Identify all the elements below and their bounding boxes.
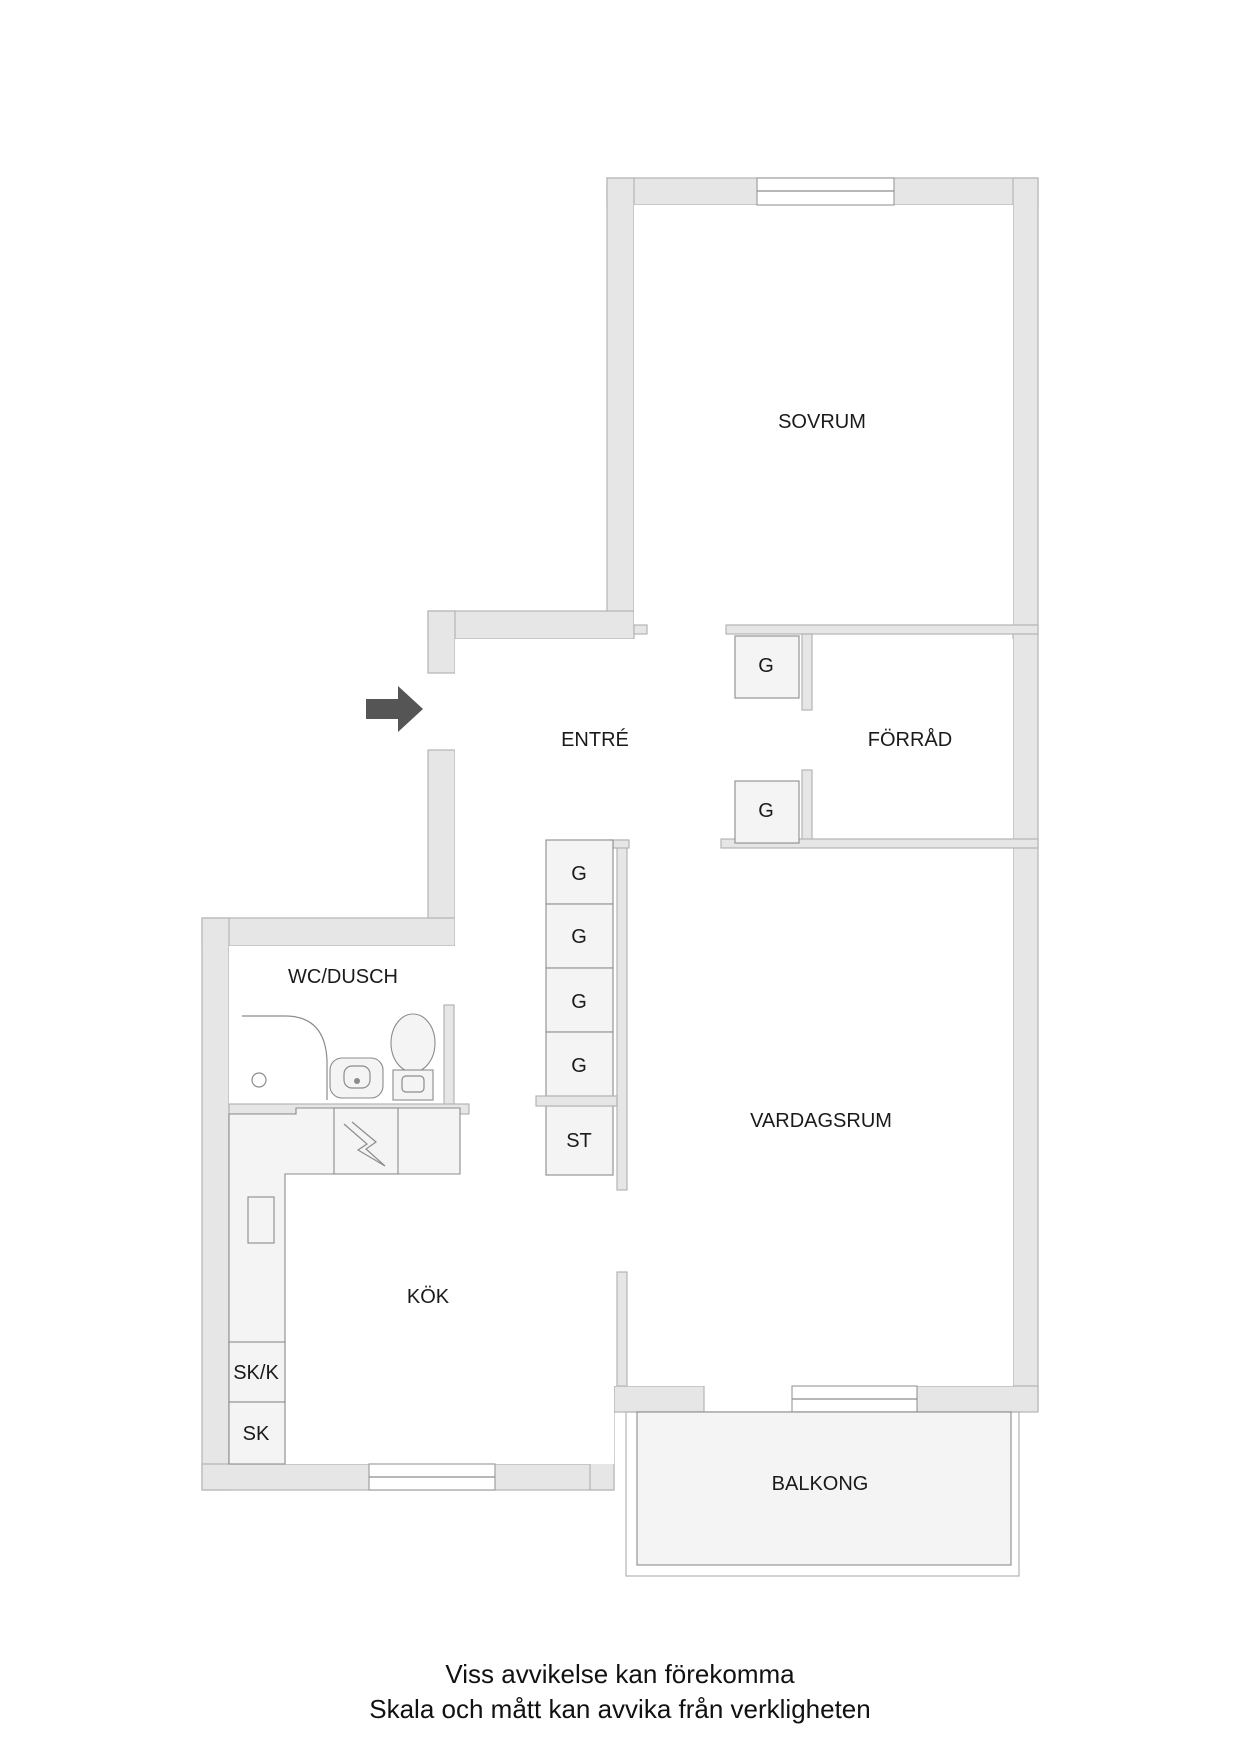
room-label-forrad: FÖRRÅD: [868, 728, 952, 751]
wardrobe-label-g: G: [571, 1055, 587, 1077]
balcony: [625, 1411, 1020, 1577]
room-label-sovrum: SOVRUM: [778, 411, 866, 433]
sink-icon: [329, 1057, 384, 1099]
wardrobe-column: [535, 839, 618, 1176]
wardrobe-label-g: G: [571, 926, 587, 948]
room-label-vardagsrum: VARDAGSRUM: [750, 1110, 892, 1132]
disclaimer-line-2: Skala och mått kan avvika från verklighe…: [369, 1694, 871, 1724]
disclaimer-line-1: Viss avvikelse kan förekomma: [445, 1659, 795, 1689]
windows: [368, 177, 918, 1491]
closet-label-g: G: [758, 800, 774, 822]
room-label-kok: KÖK: [407, 1286, 450, 1308]
closet-label-g: G: [758, 655, 774, 677]
entrance-arrow-icon: [366, 686, 423, 732]
wardrobe-label-st: ST: [566, 1130, 592, 1152]
closet-g-upper: [734, 635, 800, 699]
room-label-wc-dusch: WC/DUSCH: [288, 966, 398, 988]
closet-g-lower: [734, 780, 800, 844]
room-label-entre: ENTRÉ: [561, 728, 629, 751]
kitchen-label-skk: SK/K: [233, 1362, 279, 1384]
shower: [242, 1015, 328, 1100]
kitchen-counter: [228, 1107, 461, 1465]
kitchen-label-sk: SK: [243, 1423, 270, 1445]
toilet-icon: [390, 1013, 436, 1101]
exterior-walls: [201, 177, 1039, 1491]
wardrobe-label-g: G: [571, 991, 587, 1013]
room-label-balkong: BALKONG: [772, 1473, 869, 1495]
wardrobe-label-g: G: [571, 863, 587, 885]
